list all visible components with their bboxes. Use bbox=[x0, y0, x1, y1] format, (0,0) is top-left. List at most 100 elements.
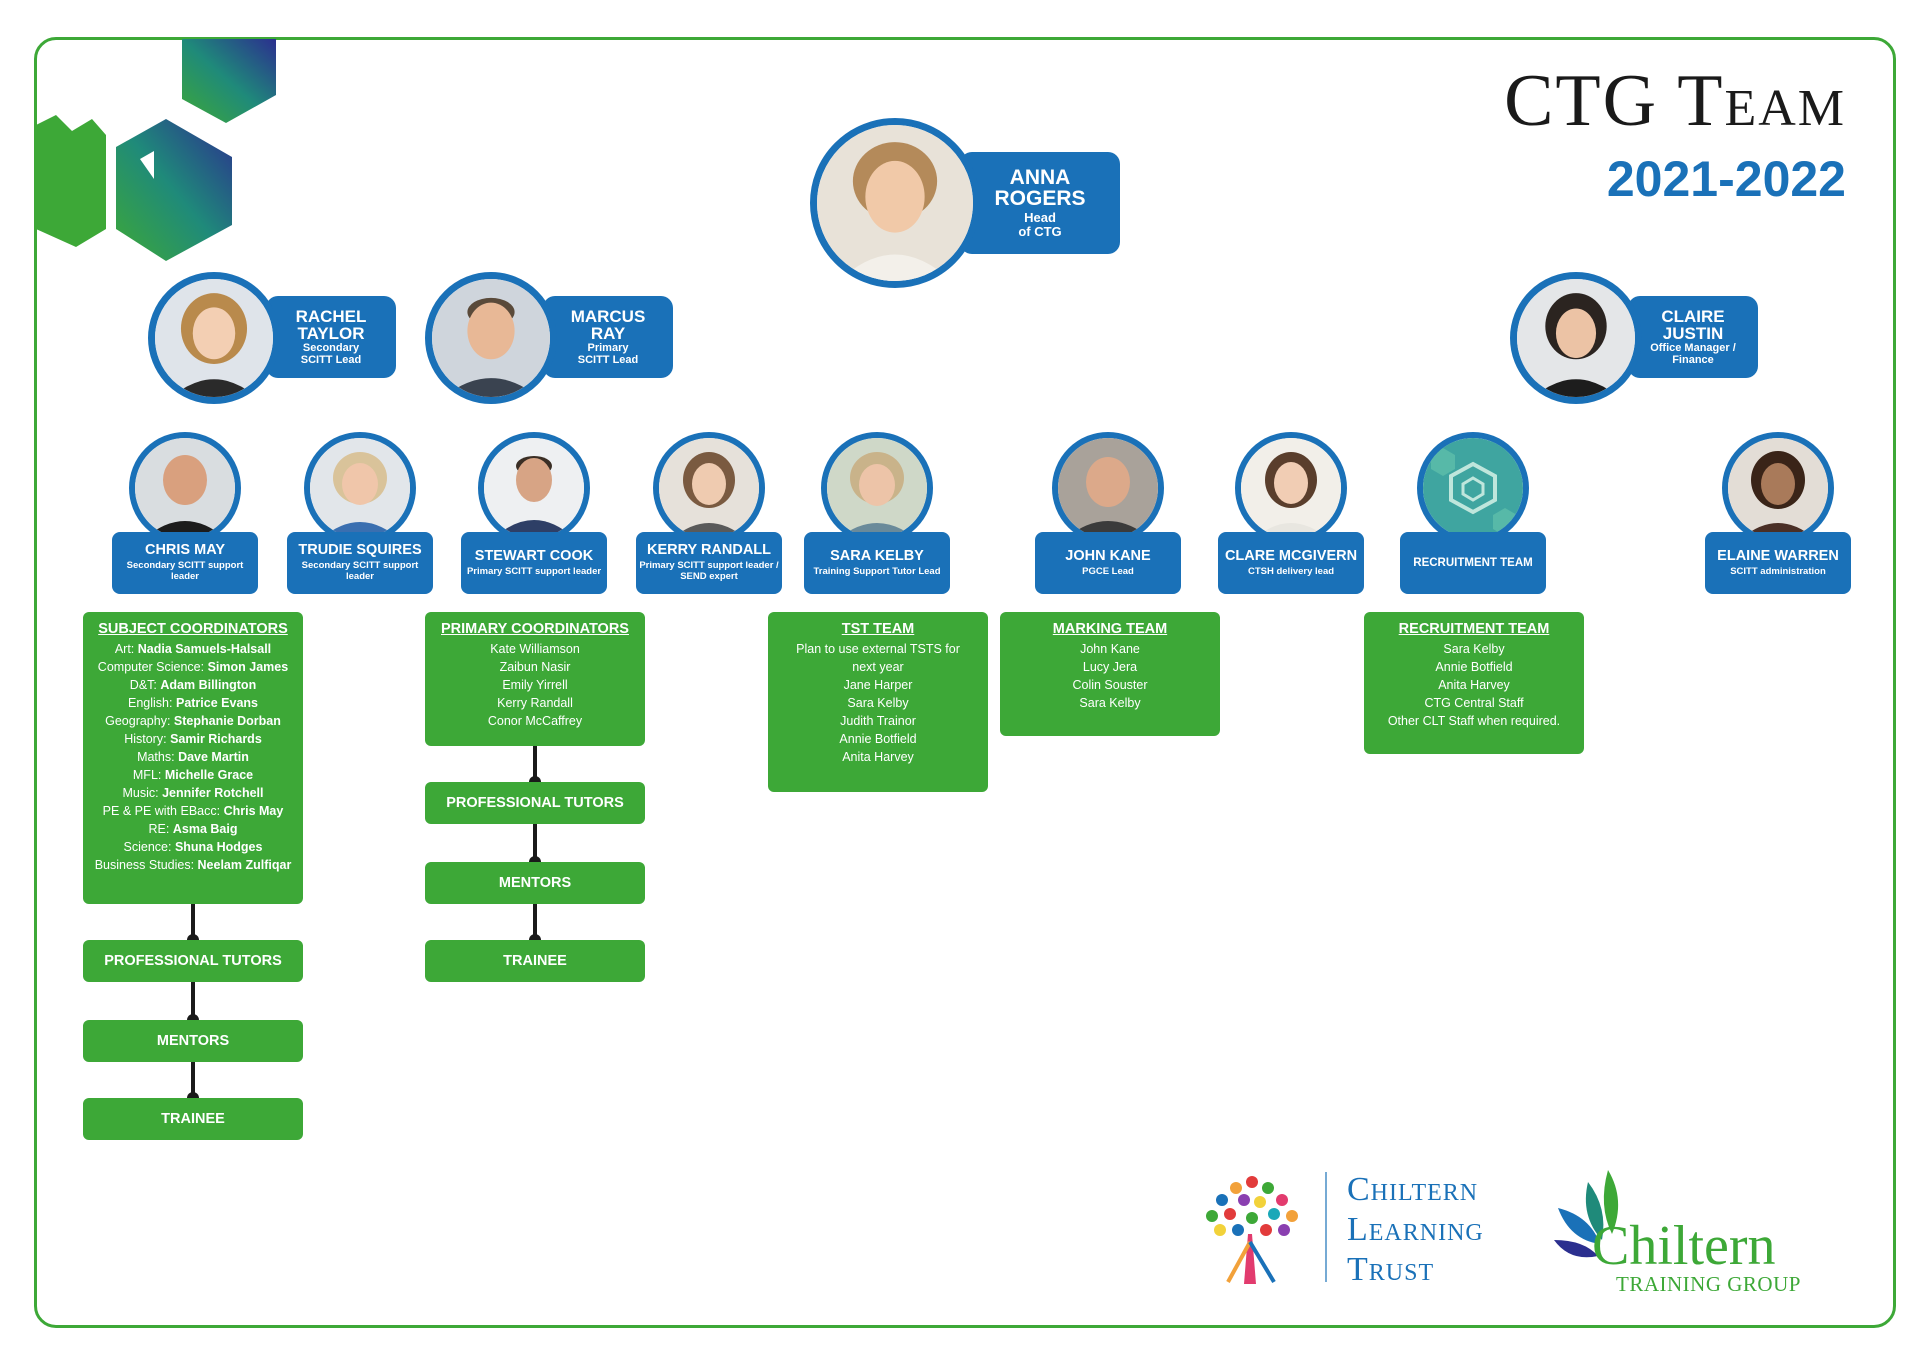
secondary-trainee: Trainee bbox=[83, 1098, 303, 1140]
connector-line bbox=[533, 904, 537, 940]
member-row: Zaibun Nasir bbox=[499, 660, 571, 674]
lead-tag: Marcus Ray Primary SCITT Lead bbox=[543, 296, 673, 378]
staff-photo bbox=[821, 432, 933, 544]
person-portrait-icon bbox=[432, 279, 550, 397]
member-row: Anita Harvey bbox=[1438, 678, 1510, 692]
staff-name: John Kane bbox=[1065, 547, 1151, 564]
staff-label-box: Trudie Squires Secondary SCITT support l… bbox=[287, 532, 433, 594]
page-title: CTG Team bbox=[1504, 60, 1846, 142]
member-row: Other CLT Staff when required. bbox=[1387, 714, 1561, 728]
member-row: Sara Kelby bbox=[1079, 696, 1141, 710]
staff-photo bbox=[129, 432, 241, 544]
lead-photo bbox=[1510, 272, 1642, 404]
connector-line bbox=[191, 904, 195, 940]
lead-name-line: Rachel bbox=[295, 306, 367, 326]
coordinator-row: Geography: Stephanie Dorban bbox=[105, 714, 281, 728]
page-year: 2021-2022 bbox=[1606, 151, 1846, 207]
staff-photo bbox=[1052, 432, 1164, 544]
lead-name-line: Justin bbox=[1662, 323, 1724, 343]
staff-label-box: Clare McGivern CTSH delivery lead bbox=[1218, 532, 1364, 594]
logo-divider bbox=[1325, 1172, 1327, 1282]
member-row: Lucy Jera bbox=[1082, 660, 1138, 674]
hexagon-decoration bbox=[36, 39, 276, 261]
staff-name: Sara Kelby bbox=[830, 547, 924, 564]
staff-role: Primary SCITT support leader bbox=[466, 565, 602, 577]
coordinator-row: Computer Science: Simon James bbox=[97, 660, 289, 674]
primary-mentors: Mentors bbox=[425, 862, 645, 904]
staff-role: CTSH delivery lead bbox=[1247, 565, 1335, 577]
ctg-logo-name: Chiltern bbox=[1592, 1215, 1776, 1277]
lead-card-claire-justin: Claire Justin Office Manager / Finance bbox=[1510, 272, 1760, 404]
coordinator-row: PE & PE with EBacc: Chris May bbox=[102, 804, 284, 818]
staff-photo bbox=[1235, 432, 1347, 544]
staff-role: Training Support Tutor Lead bbox=[813, 565, 941, 577]
connector-line bbox=[191, 982, 195, 1020]
clt-logo-line: Learning bbox=[1347, 1211, 1484, 1248]
coordinator-row: English: Patrice Evans bbox=[128, 696, 258, 710]
tst-team-heading: TST Team bbox=[841, 621, 915, 637]
clt-logo-line: Trust bbox=[1347, 1251, 1435, 1288]
primary-coordinators-heading: Primary Coordinators bbox=[441, 621, 629, 637]
person-portrait-icon bbox=[827, 438, 927, 538]
person-portrait-icon bbox=[1058, 438, 1158, 538]
staff-label-box: Recruitment Team bbox=[1400, 532, 1546, 594]
staff-name: Clare McGivern bbox=[1224, 547, 1358, 564]
member-row: Judith Trainor bbox=[840, 714, 916, 728]
staff-label-box: Sara Kelby Training Support Tutor Lead bbox=[804, 532, 950, 594]
secondary-mentors: Mentors bbox=[83, 1020, 303, 1062]
member-row: Sara Kelby bbox=[1443, 642, 1505, 656]
subject-coordinators-heading: Subject Coordinators bbox=[98, 621, 288, 637]
staff-photo bbox=[1417, 432, 1529, 544]
staff-name: Recruitment Team bbox=[1413, 556, 1533, 569]
person-portrait-icon bbox=[1517, 279, 1635, 397]
lead-name-line: Marcus bbox=[570, 306, 646, 326]
title-block: CTG Team 2021-2022 bbox=[1504, 64, 1846, 204]
member-row: Plan to use external TSTS for bbox=[796, 642, 960, 656]
lead-role-line: Primary bbox=[587, 341, 629, 354]
staff-photo bbox=[478, 432, 590, 544]
staff-name: Kerry Randall bbox=[646, 542, 772, 559]
secondary-professional-tutors: Professional Tutors bbox=[83, 940, 303, 982]
coordinator-row: Science: Shuna Hodges bbox=[123, 840, 263, 854]
staff-role: Secondary SCITT support leader bbox=[126, 560, 244, 583]
marking-team-heading: Marking Team bbox=[1052, 621, 1168, 637]
staff-role: SCITT administration bbox=[1730, 565, 1826, 577]
person-portrait-icon bbox=[1241, 438, 1341, 538]
member-row: Emily Yirrell bbox=[502, 678, 568, 692]
member-row: Jane Harper bbox=[843, 678, 913, 692]
lead-card-anna-rogers: Anna Rogers Head of CTG bbox=[810, 118, 1122, 288]
tree-logo-icon bbox=[1206, 1176, 1298, 1284]
lead-role-line: Secondary bbox=[302, 341, 360, 354]
staff-name: Trudie Squires bbox=[298, 542, 422, 559]
person-portrait-icon bbox=[1728, 438, 1828, 538]
clt-logo-line: Chiltern bbox=[1347, 1171, 1479, 1208]
recruitment-team-box: Recruitment Team Sara Kelby Annie Botfie… bbox=[1364, 612, 1584, 754]
member-row: Colin Souster bbox=[1072, 678, 1148, 692]
lead-name-line: Taylor bbox=[297, 323, 365, 343]
coordinator-row: Business Studies: Neelam Zulfiqar bbox=[94, 858, 292, 872]
coordinator-row: Music: Jennifer Rotchell bbox=[122, 786, 264, 800]
ctg-logo-subtitle: TRAINING GROUP bbox=[1616, 1272, 1801, 1296]
person-portrait-icon bbox=[484, 438, 584, 538]
coordinator-row: Maths: Dave Martin bbox=[137, 750, 249, 764]
person-portrait-icon bbox=[817, 125, 973, 281]
leaf-logo-icon bbox=[1554, 1170, 1619, 1258]
person-portrait-icon bbox=[659, 438, 759, 538]
member-row: Anita Harvey bbox=[842, 750, 914, 764]
member-row: Annie Botfield bbox=[1435, 660, 1513, 674]
member-row: Kate Williamson bbox=[490, 642, 580, 656]
coordinator-row: MFL: Michelle Grace bbox=[132, 768, 254, 782]
lead-name-line: Rogers bbox=[994, 187, 1086, 211]
tst-team-box: TST Team Plan to use external TSTS for n… bbox=[768, 612, 988, 792]
lead-name-line: Claire bbox=[1661, 306, 1725, 326]
staff-role: Primary SCITT support leader / SEND expe… bbox=[639, 560, 779, 583]
person-portrait-icon bbox=[310, 438, 410, 538]
staff-name: Chris May bbox=[144, 542, 226, 559]
person-portrait-icon bbox=[135, 438, 235, 538]
lead-role-line: of CTG bbox=[1018, 224, 1062, 239]
coordinator-row: Art: Nadia Samuels-Halsall bbox=[114, 642, 272, 656]
staff-label-box: Stewart Cook Primary SCITT support leade… bbox=[461, 532, 607, 594]
primary-trainee: Trainee bbox=[425, 940, 645, 982]
member-row: Conor McCaffrey bbox=[487, 714, 583, 728]
connector-line bbox=[533, 746, 537, 782]
